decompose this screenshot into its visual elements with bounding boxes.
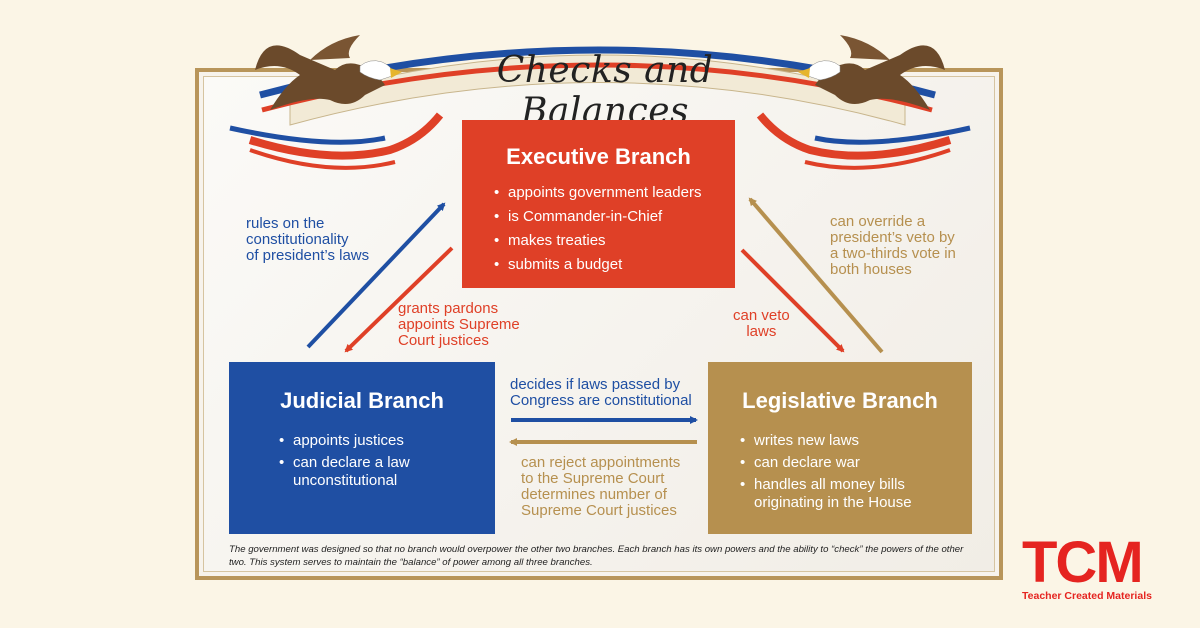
arrow-executive-to-judicial [344,246,454,353]
list-item: can declare a law unconstitutional [279,454,495,490]
check-label-legislative-to-executive: can override a president’s veto by a two… [830,213,956,278]
executive-branch-title: Executive Branch [506,144,691,169]
eagle-icon [255,35,402,110]
legislative-branch-title: Legislative Branch [742,388,938,413]
judicial-branch-box: Judicial Branch appoints justices can de… [229,362,495,534]
list-item: appoints justices [279,432,495,450]
executive-branch-box: Executive Branch appoints government lea… [462,120,735,288]
check-label-executive-to-judicial: grants pardons appoints Supreme Court ju… [398,300,520,349]
judicial-powers-list: appoints justices can declare a law unco… [279,432,495,490]
check-label-legislative-to-judicial: can reject appointments to the Supreme C… [521,454,681,519]
footnote-text: The government was designed so that no b… [229,544,964,568]
tcm-logo: TCM Teacher Created Materials [1022,530,1172,603]
executive-powers-list: appoints government leaders is Commander… [494,184,735,274]
eagle-icon [798,35,945,110]
list-item: makes treaties [494,232,735,250]
list-item: appoints government leaders [494,184,735,202]
check-label-judicial-to-legislative: decides if laws passed by Congress are c… [510,376,692,409]
arrow-executive-to-legislative [740,248,845,353]
legislative-branch-box: Legislative Branch writes new laws can d… [708,362,972,534]
list-item: is Commander-in-Chief [494,208,735,226]
check-label-judicial-to-executive: rules on the constitutionality of presid… [246,215,370,264]
arrow-legislative-to-executive [748,197,884,354]
list-item: handles all money bills originating in t… [740,476,972,512]
legislative-powers-list: writes new laws can declare war handles … [740,432,972,512]
arrow-judicial-to-executive [306,202,446,349]
check-label-executive-to-legislative: can veto laws [733,307,790,340]
tcm-logo-subtitle: Teacher Created Materials [1022,590,1152,602]
list-item: submits a budget [494,256,735,274]
tcm-logo-letters: TCM [1022,530,1144,595]
list-item: can declare war [740,454,972,472]
list-item: writes new laws [740,432,972,450]
judicial-branch-title: Judicial Branch [280,388,444,413]
